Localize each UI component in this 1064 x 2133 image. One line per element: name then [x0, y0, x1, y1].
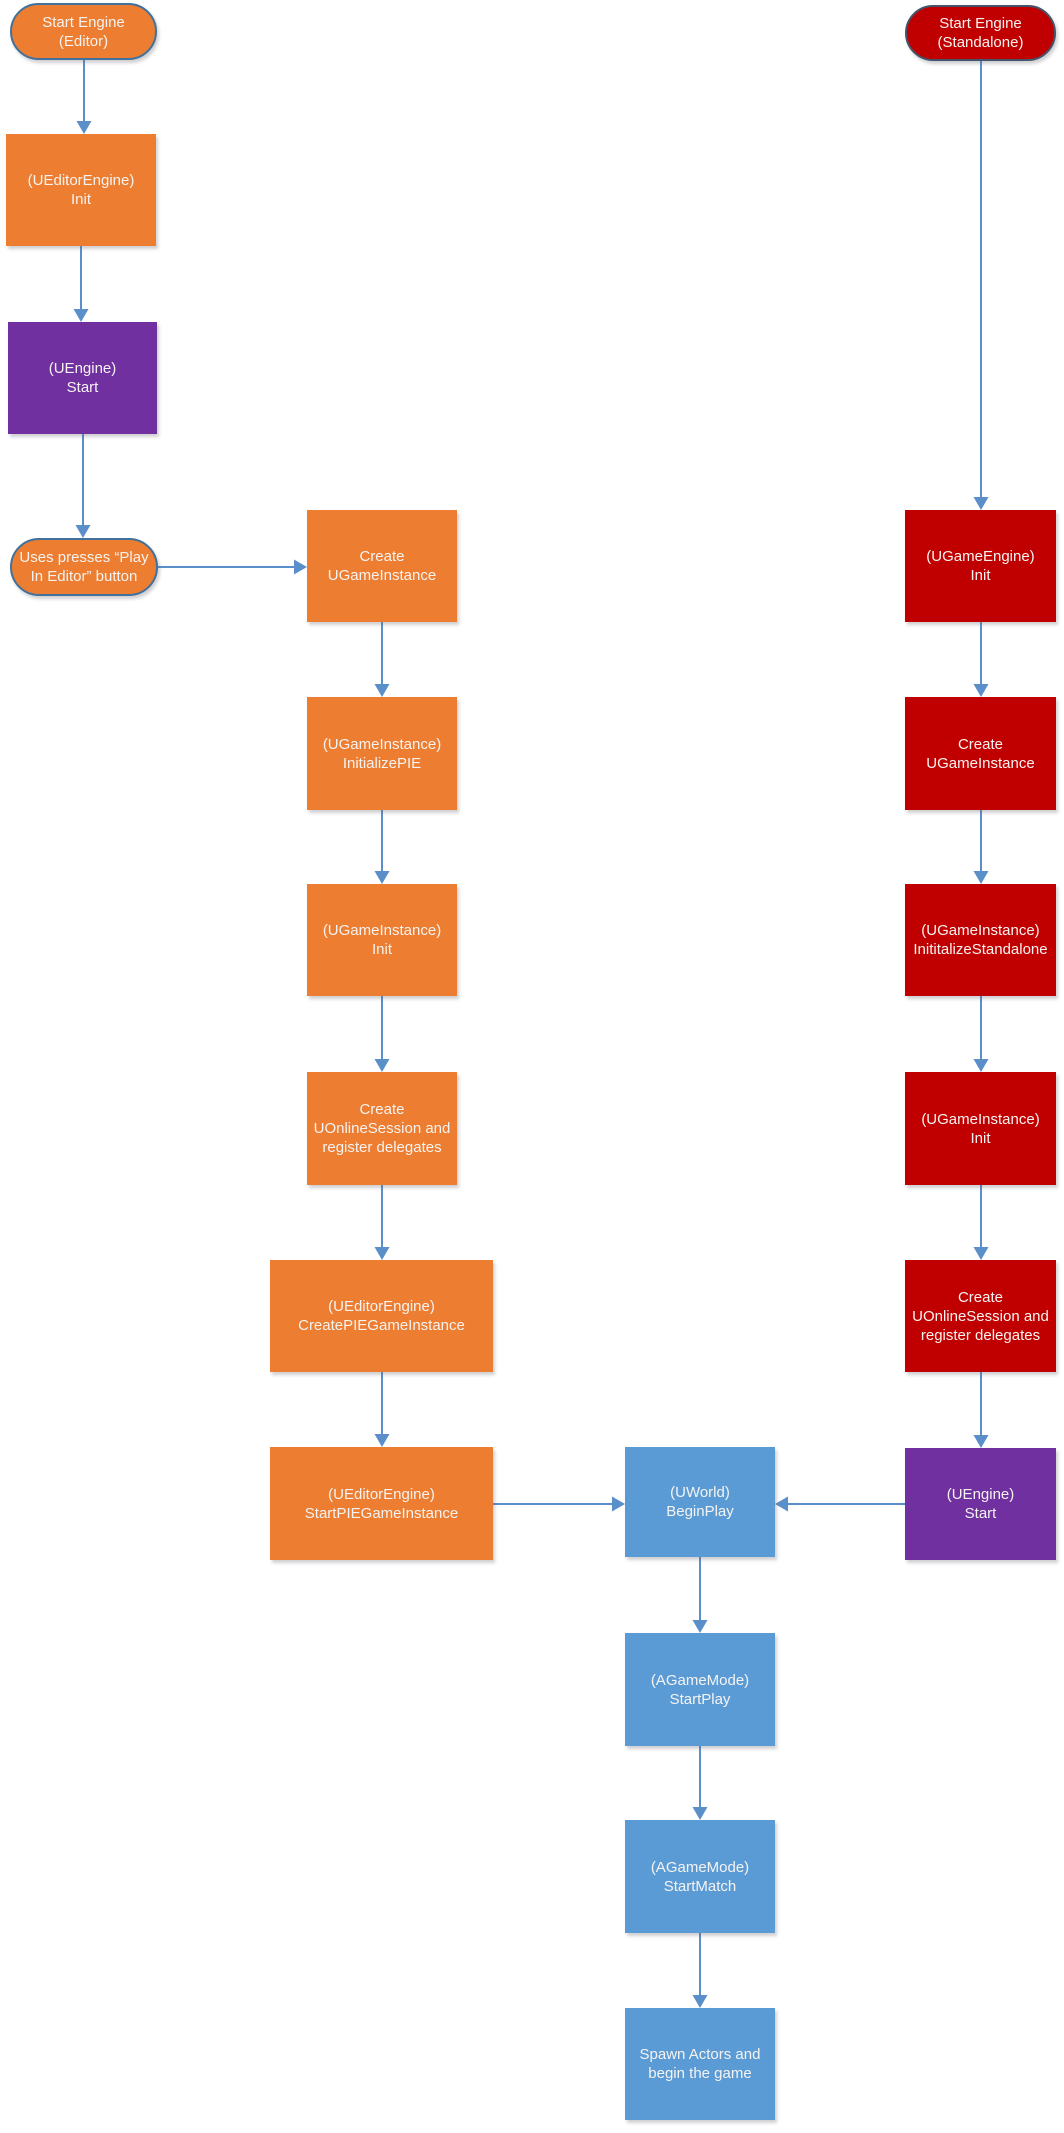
- uengine-start-editor-node: (UEngine) Start: [8, 322, 157, 434]
- spawn-actors-label: Spawn Actors and begin the game: [639, 2046, 761, 2082]
- create-ugameinstance-pie-label: Create UGameInstance: [327, 548, 437, 584]
- connector-startmatch-to-spawn-actors: [692, 1933, 708, 2008]
- spawn-actors-node: Spawn Actors and begin the game: [625, 2008, 775, 2120]
- connector-ugameinstance-init-pie-to-create-uonlinesession-pie: [374, 996, 390, 1072]
- connector-uworld-beginplay-to-startplay: [692, 1557, 708, 1633]
- createpiegameinstance-label: (UEditorEngine) CreatePIEGameInstance: [298, 1298, 465, 1334]
- uengine-start-sa-label: (UEngine) Start: [946, 1486, 1015, 1522]
- startpiegameinstance-label: (UEditorEngine) StartPIEGameInstance: [304, 1485, 459, 1522]
- connector-create-ugameinstance-pie-to-initializepie: [374, 622, 390, 697]
- ugameengine-init-label: (UGameEngine) Init: [926, 548, 1035, 584]
- inititalizestandalone-node: (UGameInstance) InititalizeStandalone: [905, 884, 1056, 996]
- connector-play-in-editor-to-create-ugameinstance-pie: [158, 559, 307, 575]
- create-ugameinstance-sa-label: Create UGameInstance: [926, 735, 1035, 772]
- initializepie-label: (UGameInstance) InitializePIE: [322, 735, 442, 772]
- start-standalone-node: Start Engine (Standalone): [905, 5, 1056, 61]
- uworld-beginplay-node: (UWorld) BeginPlay: [625, 1447, 775, 1557]
- connector-createpiegameinstance-to-startpiegameinstance: [374, 1372, 390, 1447]
- startplay-node: (AGameMode) StartPlay: [625, 1633, 775, 1746]
- ugameinstance-init-pie-node: (UGameInstance) Init: [307, 884, 457, 996]
- connector-start-editor-to-editor-init: [76, 60, 92, 134]
- start-editor-label: Start Engine (Editor): [42, 13, 125, 50]
- play-in-editor-label: Uses presses “Play In Editor” button: [19, 549, 149, 585]
- connector-startplay-to-startmatch: [692, 1746, 708, 1820]
- connector-inititalizestandalone-to-ugameinstance-init-sa: [973, 996, 989, 1072]
- create-ugameinstance-sa-node: Create UGameInstance: [905, 697, 1056, 810]
- create-ugameinstance-pie-node: Create UGameInstance: [307, 510, 457, 622]
- connector-startpiegameinstance-to-uworld-beginplay: [493, 1496, 625, 1512]
- ugameinstance-init-sa-label: (UGameInstance) Init: [921, 1110, 1040, 1147]
- startmatch-node: (AGameMode) StartMatch: [625, 1820, 775, 1933]
- uworld-beginplay-label: (UWorld) BeginPlay: [666, 1484, 734, 1520]
- startpiegameinstance-node: (UEditorEngine) StartPIEGameInstance: [270, 1447, 493, 1560]
- editor-init-node: (UEditorEngine) Init: [6, 134, 156, 246]
- play-in-editor-node: Uses presses “Play In Editor” button: [10, 538, 158, 596]
- create-uonlinesession-pie-label: Create UOnlineSession and register deleg…: [313, 1101, 451, 1156]
- connector-uengine-start-editor-to-play-in-editor: [75, 434, 91, 538]
- connector-uengine-start-sa-to-uworld-beginplay: [775, 1496, 905, 1512]
- create-uonlinesession-sa-label: Create UOnlineSession and register deleg…: [912, 1288, 1049, 1344]
- connector-ugameengine-init-to-create-ugameinstance-sa: [973, 622, 989, 697]
- start-editor-node: Start Engine (Editor): [10, 3, 157, 60]
- connector-editor-init-to-uengine-start-editor: [73, 246, 89, 322]
- createpiegameinstance-node: (UEditorEngine) CreatePIEGameInstance: [270, 1260, 493, 1372]
- connector-ugameinstance-init-sa-to-create-uonlinesession-sa: [973, 1185, 989, 1260]
- create-uonlinesession-pie-node: Create UOnlineSession and register deleg…: [307, 1072, 457, 1185]
- create-uonlinesession-sa-node: Create UOnlineSession and register deleg…: [905, 1260, 1056, 1372]
- ugameinstance-init-pie-label: (UGameInstance) Init: [322, 922, 442, 958]
- connector-create-uonlinesession-sa-to-uengine-start-sa: [973, 1372, 989, 1448]
- ugameengine-init-node: (UGameEngine) Init: [905, 510, 1056, 622]
- connector-start-standalone-to-ugameengine-init: [973, 61, 989, 510]
- connector-initializepie-to-ugameinstance-init-pie: [374, 810, 390, 884]
- ugameinstance-init-sa-node: (UGameInstance) Init: [905, 1072, 1056, 1185]
- editor-init-label: (UEditorEngine) Init: [27, 172, 135, 208]
- uengine-start-editor-label: (UEngine) Start: [48, 360, 117, 396]
- inititalizestandalone-label: (UGameInstance) InititalizeStandalone: [913, 922, 1048, 958]
- uengine-start-sa-node: (UEngine) Start: [905, 1448, 1056, 1560]
- initializepie-node: (UGameInstance) InitializePIE: [307, 697, 457, 810]
- startplay-label: (AGameMode) StartPlay: [650, 1671, 750, 1708]
- startmatch-label: (AGameMode) StartMatch: [650, 1858, 750, 1895]
- connector-create-ugameinstance-sa-to-inititalizestandalone: [973, 810, 989, 884]
- start-standalone-label: Start Engine (Standalone): [937, 15, 1024, 51]
- connector-create-uonlinesession-pie-to-createpiegameinstance: [374, 1185, 390, 1260]
